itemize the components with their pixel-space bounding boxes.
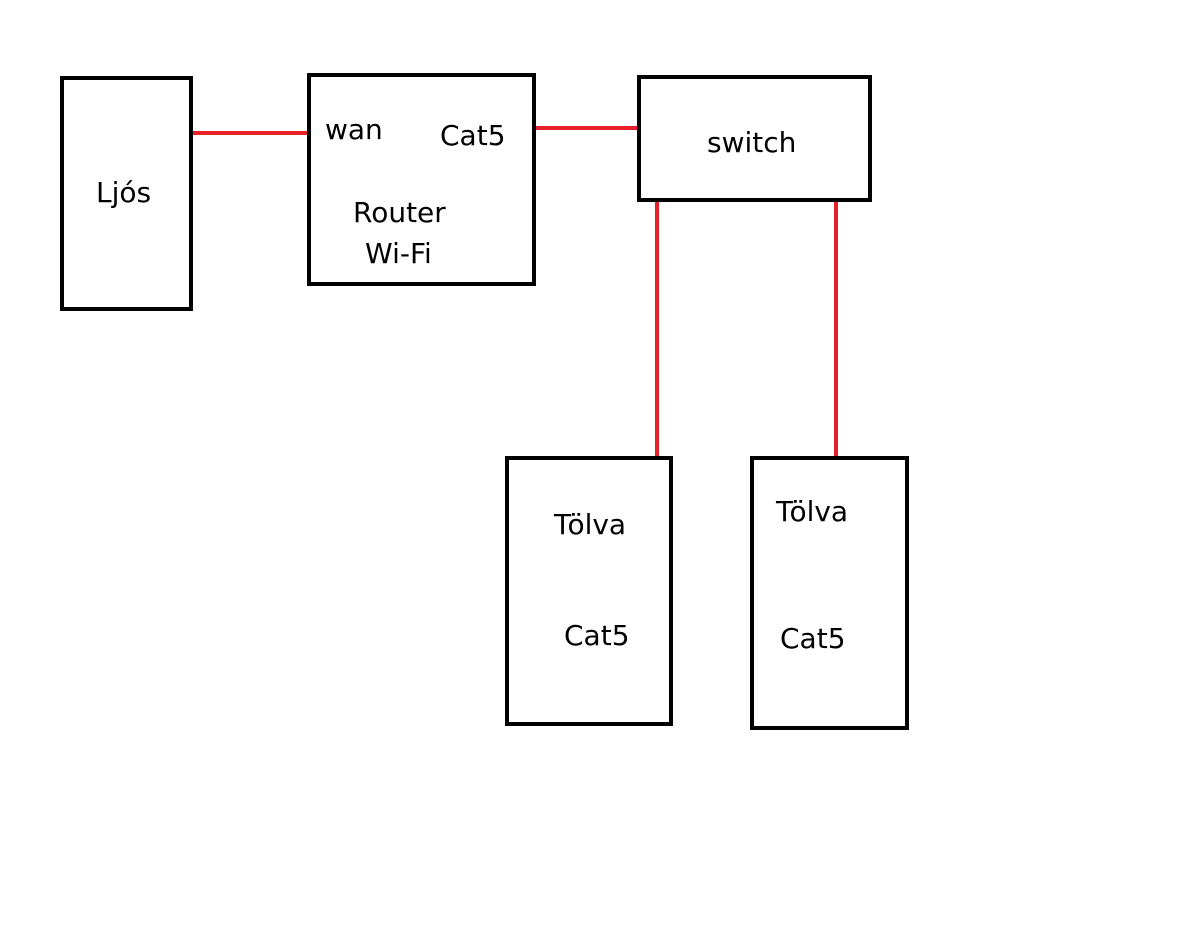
switch-label: switch xyxy=(707,126,796,159)
tolva-1-port: Cat5 xyxy=(564,619,630,652)
tolva-node-1: Tölva Cat5 xyxy=(505,456,673,726)
tolva-2-port: Cat5 xyxy=(780,622,846,655)
tolva-box-2 xyxy=(750,456,909,730)
router-wan-port-label: wan xyxy=(325,113,383,146)
switch-node: switch xyxy=(637,75,872,202)
router-name-line1: Router xyxy=(353,196,446,229)
ljos-box xyxy=(60,76,193,311)
tolva-box-1 xyxy=(505,456,673,726)
switch-box xyxy=(637,75,872,202)
router-name-line2: Wi-Fi xyxy=(365,237,432,270)
router-node: wan Cat5 Router Wi-Fi xyxy=(307,73,536,286)
router-cat5-port-label: Cat5 xyxy=(440,119,506,152)
ljos-label: Ljós xyxy=(96,176,151,209)
tolva-2-name: Tölva xyxy=(775,495,848,528)
tolva-node-2: Tölva Cat5 xyxy=(750,456,909,730)
router-box xyxy=(307,73,536,286)
ljos-node: Ljós xyxy=(60,76,193,311)
tolva-1-name: Tölva xyxy=(553,508,626,541)
